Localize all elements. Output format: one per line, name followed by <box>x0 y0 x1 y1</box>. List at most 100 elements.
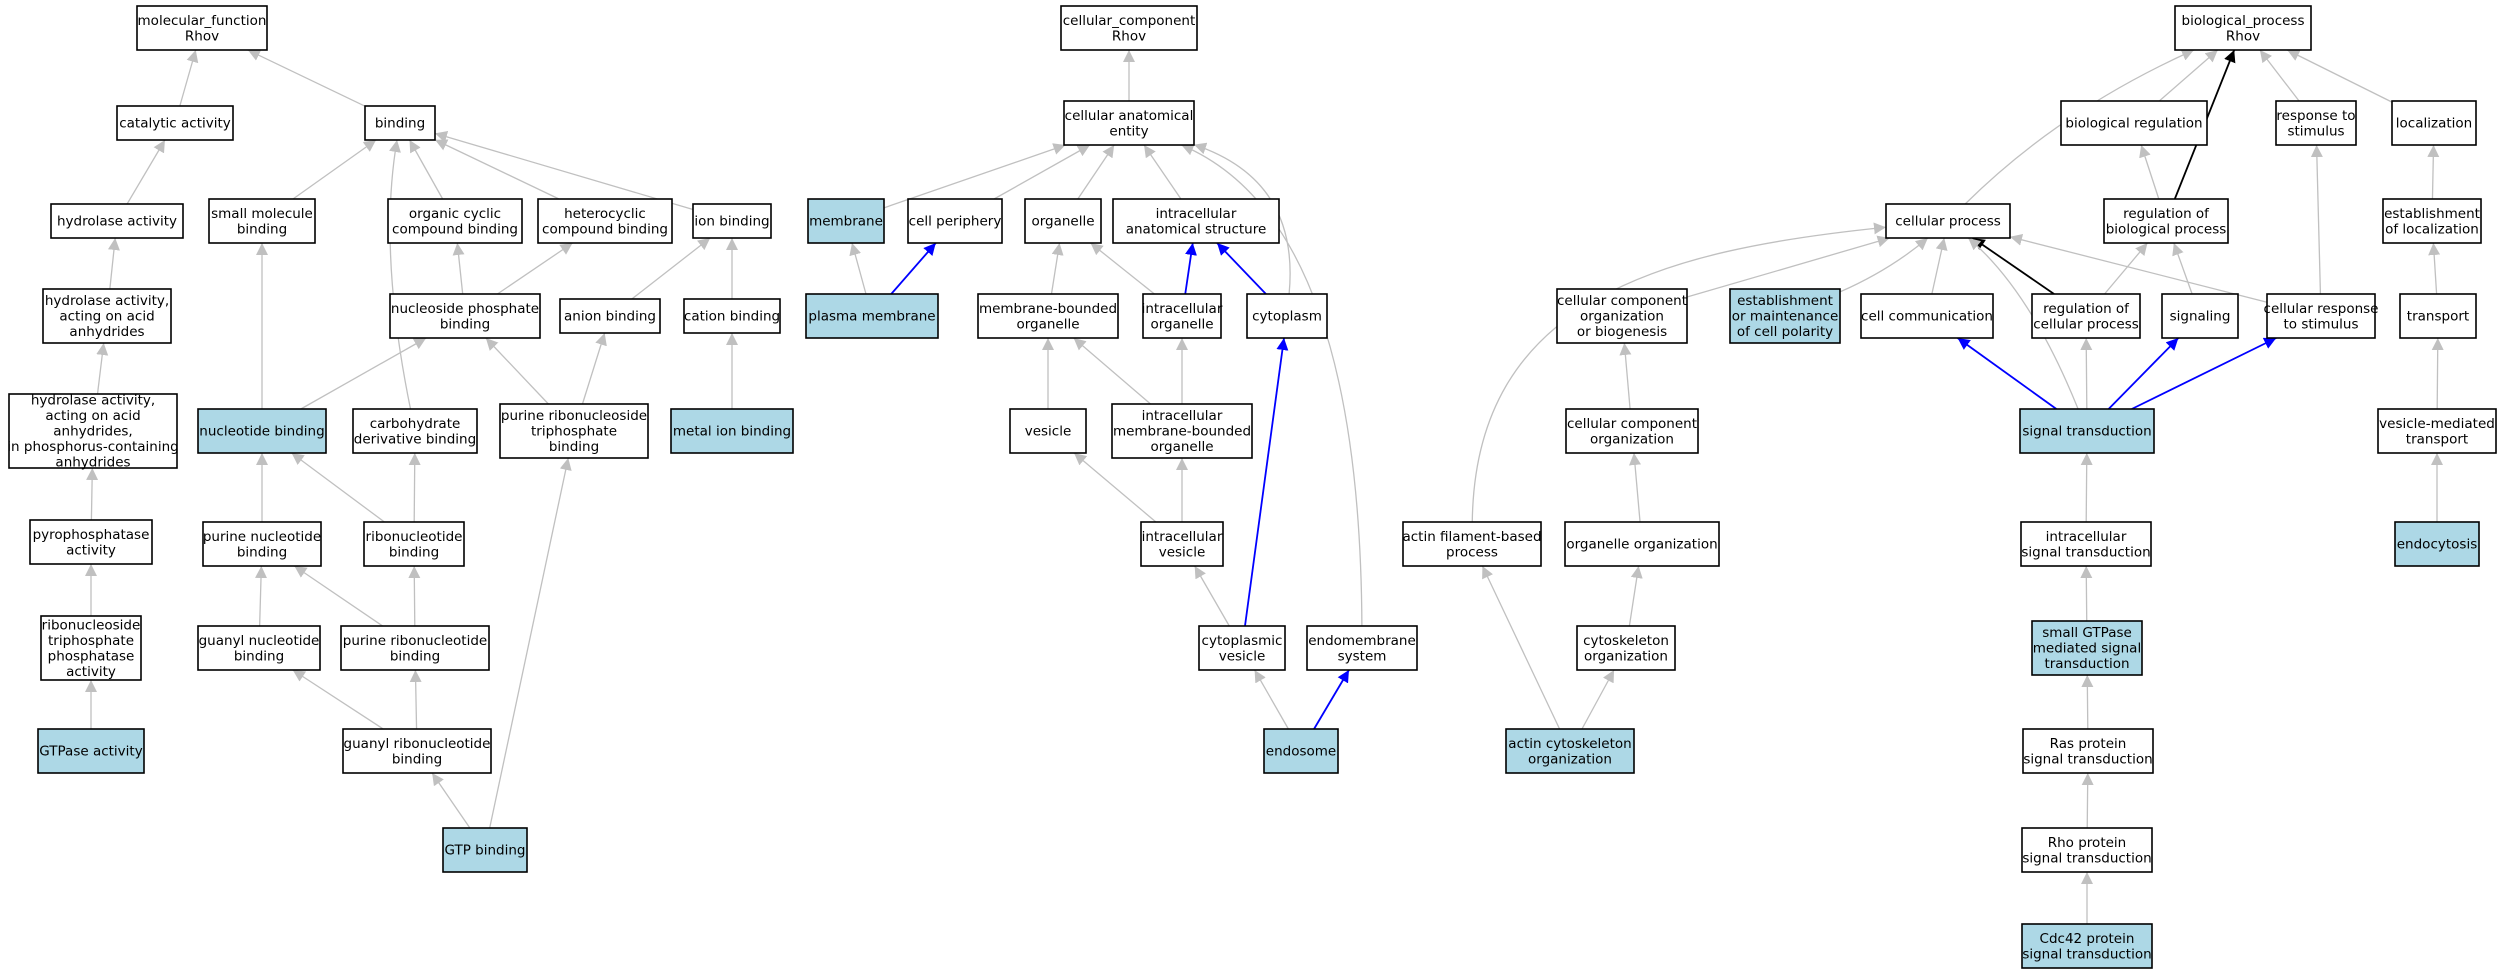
node-label-line: acting on acid <box>59 309 154 325</box>
node-box <box>1263 728 1339 774</box>
node-label-line: membrane-bounded <box>1113 424 1251 440</box>
node-box <box>2103 198 2229 244</box>
go-term-node-sig-trans: signal transduction <box>2019 408 2155 454</box>
node-label-line: anhydrides <box>55 455 130 471</box>
go-term-node-transport: transport <box>2399 293 2477 339</box>
go-term-node-nucleotide: nucleotide binding <box>197 408 327 454</box>
edge-estab_loc-to-localization <box>2427 144 2440 200</box>
node-label-line: signal transduction <box>2023 751 2152 767</box>
edge-org_org-to-cco <box>1629 452 1641 523</box>
node-label-line: purine nucleotide <box>203 529 321 545</box>
node-label-line: compound binding <box>542 221 668 237</box>
node-box <box>342 728 492 774</box>
node-label-line: vesicle-mediated <box>2379 416 2495 432</box>
node-label-line: actin filament-based <box>1402 529 1541 545</box>
node-box <box>50 203 184 239</box>
node-label-line: organization <box>1590 431 1674 447</box>
node-label-line: vesicle <box>1219 648 1266 664</box>
node-label-line: organization <box>1528 751 1612 767</box>
node-label-line: localization <box>2396 116 2472 132</box>
node-label-line: transduction <box>2044 656 2129 672</box>
node-label-line: transport <box>2407 309 2469 325</box>
node-label-line: ion binding <box>694 214 769 230</box>
node-label-line: hydrolase activity, <box>45 293 169 309</box>
node-box <box>2031 293 2141 339</box>
node-box <box>1112 198 1280 244</box>
node-label-line: Rhov <box>2226 28 2260 44</box>
edge-binding-to-mf_root <box>247 49 366 107</box>
node-label-line: carbohydrate <box>370 416 461 432</box>
node-label-line: intracellular <box>2046 529 2127 545</box>
node-box <box>1142 293 1222 339</box>
node-box <box>1060 5 1198 51</box>
node-label-line: purine ribonucleoside <box>501 408 647 424</box>
node-label-line: binding <box>375 116 425 132</box>
edge-organelle-to-cae <box>1077 144 1115 200</box>
node-label-line: binding <box>237 221 287 237</box>
edge-signaling-to-reg_bio <box>2172 242 2193 295</box>
node-label-line: transport <box>2406 431 2468 447</box>
node-box <box>2021 923 2153 969</box>
node-label-line: organelle <box>1016 316 1079 332</box>
go-term-node-cell-comm: cell communication <box>1860 293 1994 339</box>
node-label-line: actin cytoskeleton <box>1508 736 1631 752</box>
node-box <box>387 198 523 244</box>
node-box <box>2399 293 2477 339</box>
node-box <box>352 408 478 454</box>
go-term-node-plasma-mem: plasma membrane <box>805 293 939 339</box>
node-label-line: cellular process <box>1895 214 2001 230</box>
edge-ias-to-cae <box>1143 144 1182 200</box>
edge-cytoskel_org-to-org_org <box>1628 565 1643 627</box>
go-term-node-membrane: membrane <box>807 198 885 244</box>
edge-rho-to-ras <box>2081 772 2094 829</box>
edge-resp_stim-to-bp_root <box>2259 49 2300 102</box>
edge-plasma_mem-to-cell_periph <box>890 242 937 295</box>
node-label-line: small GTPase <box>2042 625 2132 641</box>
node-label-line: signal transduction <box>2022 850 2151 866</box>
node-box <box>389 293 541 339</box>
go-term-node-metal-ion: metal ion binding <box>670 408 794 454</box>
node-label-line: or biogenesis <box>1577 324 1667 340</box>
node-label-line: Ras protein <box>2050 736 2127 752</box>
node-label-line: anatomical structure <box>1126 221 1267 237</box>
node-box <box>537 198 673 244</box>
node-box <box>2161 293 2239 339</box>
node-label-line: endocytosis <box>2397 537 2477 553</box>
edge-ic_org-to-ias <box>1184 242 1197 295</box>
node-box <box>197 625 321 671</box>
edge-pur_ribo_tri-to-anion <box>581 332 607 405</box>
node-label-line: plasma membrane <box>808 309 935 325</box>
node-box <box>1063 100 1195 146</box>
node-label-line: pyrophosphatase <box>33 527 150 543</box>
edge-membrane-to-cae <box>883 143 1066 209</box>
node-label-line: intracellular <box>1156 206 1237 222</box>
node-label-line: endosome <box>1266 744 1336 760</box>
go-term-node-endocytosis: endocytosis <box>2394 521 2480 567</box>
node-box <box>42 288 172 344</box>
node-box <box>1860 293 1994 339</box>
node-label-line: establishment <box>1737 293 1833 309</box>
edge-cell_polarity-to-cell_proc <box>1839 237 1929 293</box>
node-label-line: anhydrides, <box>53 424 132 440</box>
node-label-line: cellular process <box>2033 316 2139 332</box>
node-label-line: compound binding <box>392 221 518 237</box>
edge-endosome-to-endomem <box>1313 669 1350 730</box>
edge-ic_mem_org-to-mem_org <box>1073 337 1151 405</box>
edge-cyto_vesicle-to-cytoplasm <box>1244 337 1289 627</box>
node-box <box>2391 100 2477 146</box>
edge-cell_comm-to-cell_proc <box>1931 237 1948 295</box>
node-label-line: signal transduction <box>2022 946 2151 962</box>
go-term-node-catalytic: catalytic activity <box>116 105 234 141</box>
node-box <box>2266 293 2376 339</box>
